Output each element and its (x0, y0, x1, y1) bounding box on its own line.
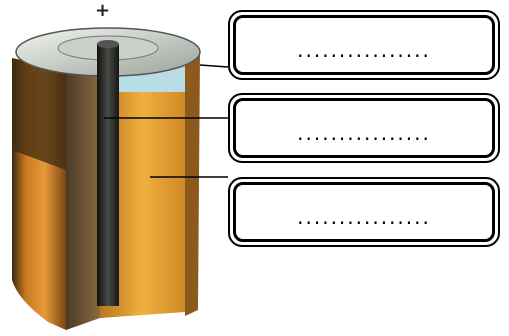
carbon-rod (97, 44, 119, 306)
cut-wall (66, 60, 100, 330)
right-casing-wall (185, 52, 200, 316)
leader-line-1 (199, 64, 229, 68)
label-box-1[interactable]: ................ (228, 10, 500, 80)
carbon-rod-top (97, 40, 119, 48)
label-box-2[interactable]: ................ (228, 93, 500, 163)
casing-top-band (12, 58, 66, 170)
label-box-3-frame: ................ (233, 182, 495, 242)
label-box-3-text: ................ (297, 205, 431, 229)
label-box-3[interactable]: ................ (228, 177, 500, 247)
label-box-1-text: ................ (297, 38, 431, 62)
electrolyte-paste (100, 90, 185, 318)
label-box-2-frame: ................ (233, 98, 495, 158)
positive-terminal-sign: + (95, 0, 111, 21)
label-box-1-frame: ................ (233, 15, 495, 75)
label-box-2-text: ................ (297, 121, 431, 145)
